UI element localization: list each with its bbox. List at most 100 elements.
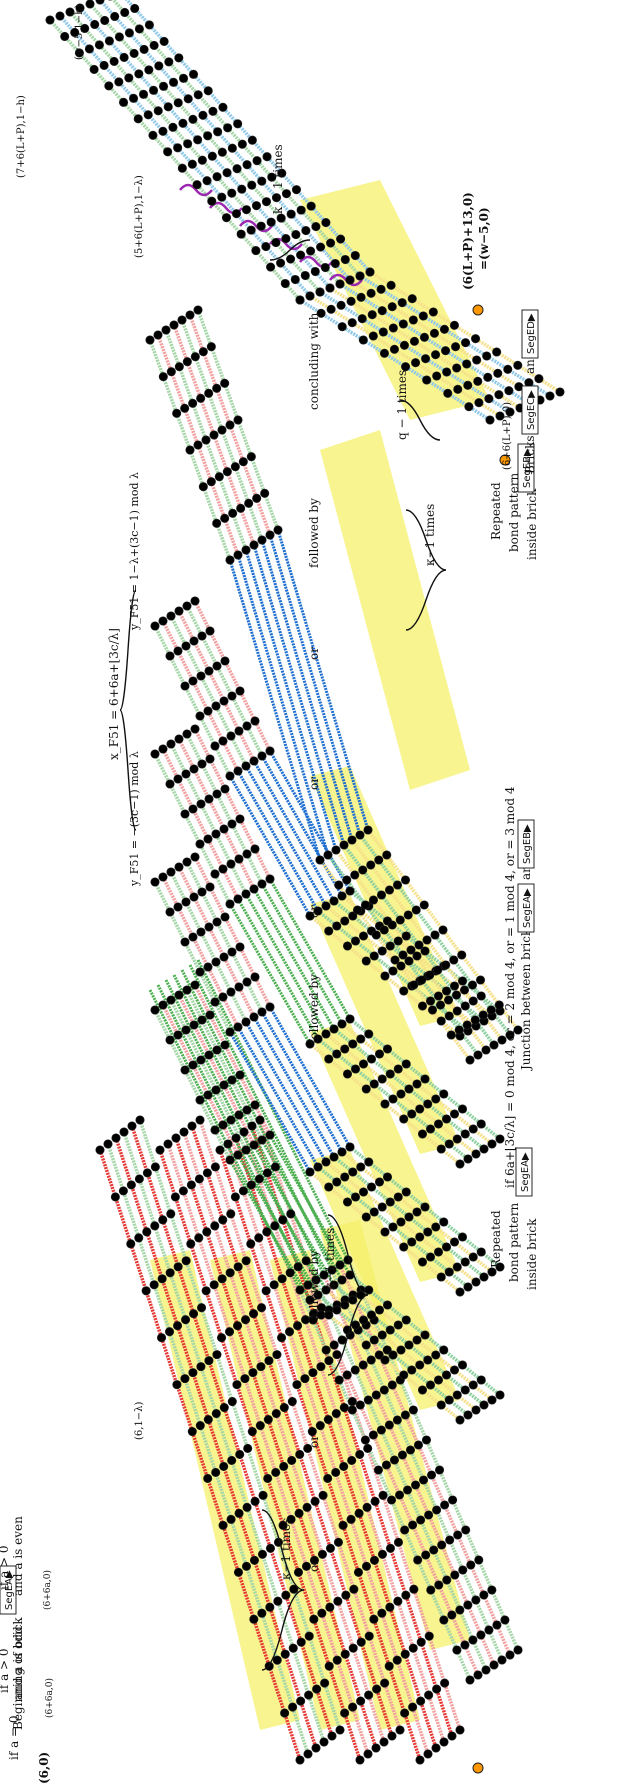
bead xyxy=(157,1274,167,1284)
bond-strand xyxy=(122,1131,326,1743)
bond-strand xyxy=(153,753,232,905)
bead xyxy=(226,859,236,869)
bead xyxy=(316,1362,326,1372)
bead xyxy=(449,1365,460,1375)
bond-strand xyxy=(349,278,541,402)
bead xyxy=(99,60,109,70)
bond-strand xyxy=(169,615,248,767)
bead xyxy=(216,1333,227,1343)
bead xyxy=(190,724,200,734)
bead xyxy=(430,930,440,940)
bead xyxy=(339,840,349,850)
bead xyxy=(295,1755,305,1765)
bead xyxy=(463,1154,473,1164)
bead xyxy=(332,1350,342,1360)
bead xyxy=(379,1385,389,1395)
bead xyxy=(482,351,492,361)
bead xyxy=(416,1515,426,1525)
bead xyxy=(312,1684,322,1694)
seg-ea-label-1: SegEA▶ xyxy=(4,1570,15,1610)
bead xyxy=(400,1410,410,1420)
bead xyxy=(449,981,460,991)
bead xyxy=(388,1094,398,1104)
bead xyxy=(118,97,129,107)
bead xyxy=(197,759,207,769)
bead xyxy=(234,982,244,992)
if-a-gt-0-even-line2: and a is even xyxy=(11,1516,25,1596)
bead xyxy=(360,900,371,910)
bead xyxy=(179,1127,189,1137)
bead xyxy=(410,1480,421,1490)
bead xyxy=(158,872,168,882)
bead xyxy=(84,44,94,54)
bead xyxy=(382,1044,393,1054)
bead xyxy=(421,354,431,364)
bead xyxy=(198,347,208,357)
bead xyxy=(266,262,276,272)
bead xyxy=(452,1006,462,1016)
bead xyxy=(238,457,248,467)
bead xyxy=(218,992,228,1002)
bead xyxy=(173,774,183,784)
bead xyxy=(158,1215,168,1225)
bead xyxy=(401,1590,411,1600)
bead xyxy=(250,844,260,854)
bead xyxy=(240,1374,250,1384)
bead xyxy=(230,1192,240,1202)
bead xyxy=(201,435,211,445)
bead xyxy=(321,1345,331,1355)
bead xyxy=(265,1130,275,1140)
bead xyxy=(119,52,129,62)
bead xyxy=(172,1321,183,1331)
bead xyxy=(417,975,427,985)
bead xyxy=(218,102,228,112)
bead xyxy=(468,1124,478,1134)
bead xyxy=(471,334,481,344)
bead xyxy=(377,1549,388,1559)
bead xyxy=(427,1005,438,1015)
coord-7-6lp-label: (7+6(L+P),1−h) xyxy=(16,95,27,178)
repeated-bond-b-line2: bond pattern xyxy=(507,473,521,552)
bead xyxy=(476,1375,486,1385)
bead xyxy=(356,292,366,302)
bead xyxy=(435,1000,446,1010)
endpoint-bead xyxy=(472,304,484,316)
bead xyxy=(180,1315,191,1325)
bond-strand xyxy=(138,1119,342,1731)
bead xyxy=(455,1725,465,1735)
bead xyxy=(443,995,454,1005)
bond-strand xyxy=(169,743,248,895)
bead xyxy=(276,258,286,268)
bead xyxy=(479,1400,489,1410)
bead xyxy=(420,946,430,956)
bond-strand xyxy=(234,1137,438,1749)
bead xyxy=(425,970,435,980)
bead xyxy=(235,1449,245,1460)
bead xyxy=(241,761,251,771)
bead xyxy=(189,764,199,774)
bead xyxy=(340,916,350,926)
bead xyxy=(433,1119,444,1129)
bond-strand xyxy=(177,738,256,890)
bead xyxy=(251,201,262,211)
bead xyxy=(380,1099,390,1109)
bond-strand xyxy=(153,1009,232,1161)
bead xyxy=(394,1490,405,1500)
bead xyxy=(158,1000,168,1010)
bead xyxy=(350,1064,361,1074)
bead xyxy=(369,1555,380,1565)
bead xyxy=(400,1708,410,1718)
bead xyxy=(380,1355,390,1365)
bead xyxy=(484,1625,494,1635)
bead xyxy=(188,114,198,124)
y-f51-label: y_F51 = −(3c−1) mod λ xyxy=(128,751,141,887)
bead xyxy=(193,90,203,100)
bead xyxy=(213,127,223,137)
bead xyxy=(387,302,397,312)
bead xyxy=(418,1475,429,1485)
bead xyxy=(144,20,154,30)
kappa-times-label-b: κ−1 times xyxy=(323,1228,337,1290)
bead xyxy=(425,1124,436,1134)
bead xyxy=(247,1121,257,1131)
